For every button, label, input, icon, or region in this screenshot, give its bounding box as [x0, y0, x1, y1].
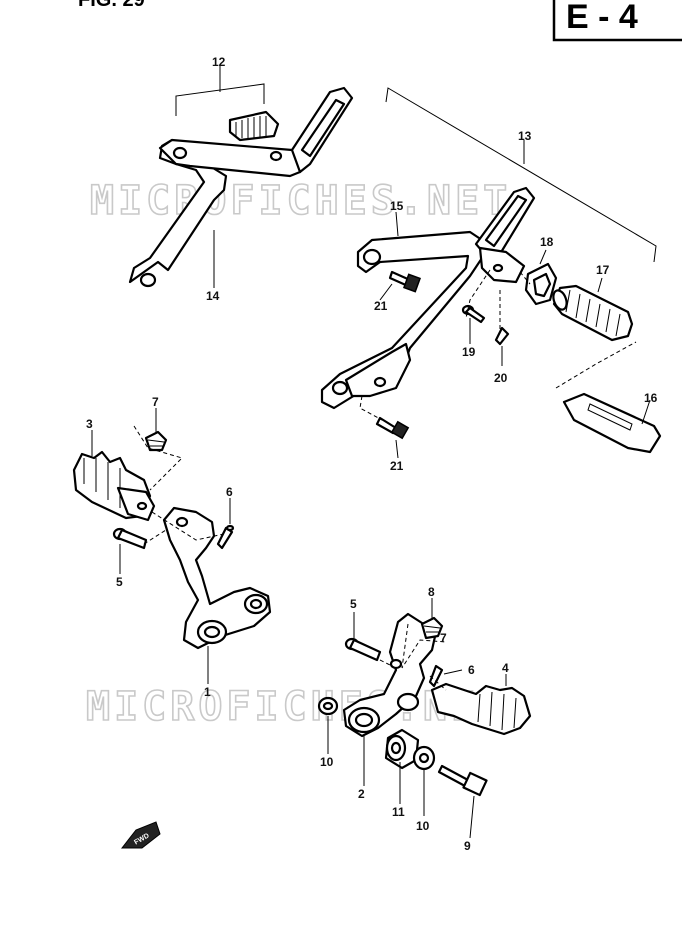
- callout-21-upper: 21: [374, 299, 388, 313]
- callout-2: 2: [358, 787, 365, 801]
- callout-5-right: 5: [350, 597, 357, 611]
- bracket-15: [320, 186, 536, 410]
- callout-7-left: 7: [152, 395, 159, 409]
- callout-11: 11: [392, 805, 405, 819]
- bolt-21-lower: [375, 416, 410, 440]
- callout-10-right: 10: [416, 819, 430, 833]
- figure-label: FIG. 29: [78, 0, 145, 11]
- fwd-arrow-icon: FWD: [120, 821, 161, 849]
- callout-6-left: 6: [226, 485, 233, 499]
- page-code: E - 4: [566, 0, 638, 36]
- callout-12: 12: [212, 55, 226, 69]
- callout-10-left: 10: [320, 755, 334, 769]
- callout-1: 1: [204, 685, 211, 699]
- callout-labels: 12 13 14 15 18 17 16 21 19 20 21 3 7 6 5…: [86, 55, 658, 853]
- callout-21-lower: 21: [390, 459, 404, 473]
- callout-8: 8: [428, 585, 435, 599]
- callout-15: 15: [390, 199, 404, 213]
- cotter-pin-6-right: [428, 664, 444, 688]
- callout-18: 18: [540, 235, 554, 249]
- washer-10-left: [317, 696, 339, 716]
- page-code-box: [552, 0, 682, 42]
- footpeg-4: [430, 682, 532, 736]
- callout-3: 3: [86, 417, 93, 431]
- callout-9: 9: [464, 839, 471, 853]
- group-bracket-13: [385, 87, 657, 263]
- callout-5-left: 5: [116, 575, 123, 589]
- ring-18: [524, 262, 558, 306]
- callout-17: 17: [596, 263, 610, 277]
- footrest-rubber-17: [552, 284, 634, 342]
- bracket-1: [162, 506, 272, 650]
- pin-5-left: [112, 527, 148, 550]
- pin-19: [461, 304, 486, 324]
- bolt-9: [437, 764, 488, 797]
- leader-lines: [91, 211, 651, 839]
- callout-4: 4: [502, 661, 509, 675]
- callout-20: 20: [494, 371, 508, 385]
- spring-7-left: [144, 430, 168, 452]
- footpeg-3: [72, 450, 156, 522]
- callout-6-right: 6: [468, 663, 475, 677]
- watermark-top: MICROFICHES.NET: [90, 178, 511, 224]
- spring-8: [420, 616, 444, 640]
- callout-7-right: 7: [440, 631, 447, 645]
- callout-16: 16: [644, 391, 658, 405]
- cotter-pin-20: [494, 326, 510, 346]
- bracket-2: [342, 612, 438, 738]
- callout-19: 19: [462, 345, 476, 359]
- footrest-plate-16: [562, 392, 662, 454]
- washer-10-right: [412, 745, 436, 771]
- callout-14: 14: [206, 289, 220, 303]
- cotter-pin-6-left: [216, 524, 235, 550]
- bracket-14: [128, 86, 354, 288]
- bolt-21-upper: [388, 270, 421, 293]
- guide-lines: [133, 269, 637, 691]
- pin-5-right: [344, 637, 382, 662]
- callout-13: 13: [518, 129, 532, 143]
- bushing-11: [384, 728, 420, 770]
